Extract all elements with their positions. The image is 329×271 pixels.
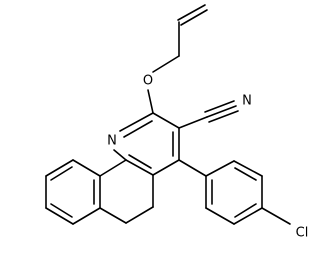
bond-c7-c8-inner xyxy=(50,203,73,218)
bond-c10-c10a xyxy=(72,159,101,177)
bond-cn-triple-a xyxy=(206,105,237,118)
oxygen-label: O xyxy=(143,74,153,89)
bond-c9-c10 xyxy=(45,159,74,177)
bond-ar2 xyxy=(233,160,263,177)
bond-c6-c6a xyxy=(99,207,127,224)
bond-c6a-c7 xyxy=(72,207,101,225)
bond-ar2-inner xyxy=(234,167,257,181)
pyridine-ring xyxy=(113,112,180,176)
bond-c10b-c10a xyxy=(99,159,127,177)
bond-n-c2-inner xyxy=(123,120,153,138)
bond-c5-c6 xyxy=(125,206,154,224)
bond-ar4 xyxy=(233,207,263,225)
bond-ar-cl xyxy=(261,207,291,225)
bond-cn-triple-c xyxy=(208,110,239,123)
chlorine-label: Cl xyxy=(296,226,309,241)
bond-o-c2 xyxy=(147,89,154,114)
bond-c4a-c10b xyxy=(125,159,154,176)
chlorophenyl-group xyxy=(178,159,291,225)
bond-c4a-c10b-inner xyxy=(128,154,152,169)
bond-c2-c3 xyxy=(152,112,180,129)
benzo-ring xyxy=(45,159,127,225)
atom-labels: O N N Cl xyxy=(107,74,308,241)
bond-ar1 xyxy=(205,160,235,177)
ring-nitrogen-label: N xyxy=(107,134,117,149)
dihydro-ring xyxy=(99,174,154,224)
bond-n-c2 xyxy=(119,112,154,132)
bond-c9-c10-inner xyxy=(50,166,73,181)
bond-vinyl-double-b xyxy=(180,9,208,26)
bond-ch2-o xyxy=(152,55,180,73)
nitrile-nitrogen-label: N xyxy=(242,94,252,109)
bond-ar4-inner xyxy=(234,203,257,218)
nitrile-group xyxy=(178,100,239,129)
allyl-group xyxy=(152,4,208,73)
bond-c4-aryl xyxy=(178,159,207,177)
bond-c4-c4a xyxy=(152,159,180,176)
bond-c7-c8 xyxy=(45,207,74,225)
bond-c10b-n xyxy=(113,149,127,161)
bond-vinyl-double-a xyxy=(177,4,206,21)
bond-c3-cn xyxy=(178,116,208,129)
bond-ar5 xyxy=(205,207,235,225)
bond-cn-triple-b xyxy=(204,100,235,113)
